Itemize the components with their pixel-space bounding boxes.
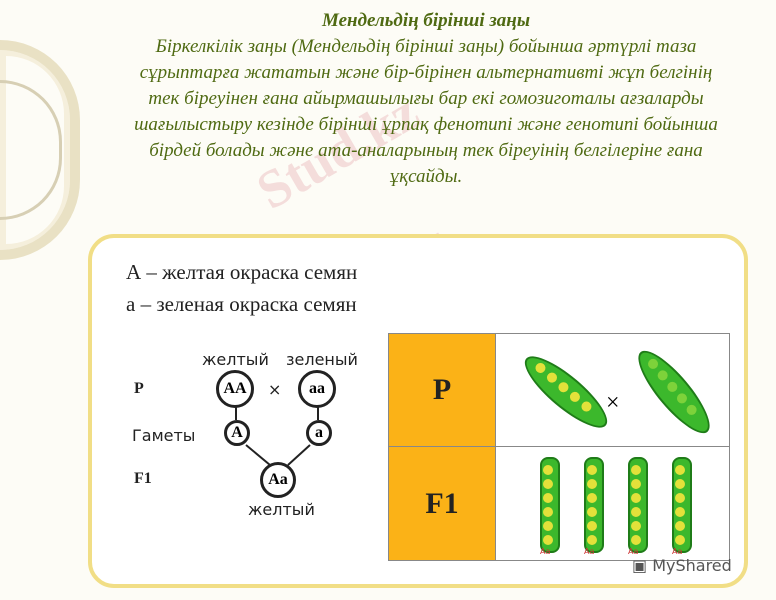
parent-label: желтый [202, 350, 269, 369]
pea-seed [587, 507, 597, 517]
cross-scheme: желтый зеленый P Гаметы F1 AA × aa A a A… [120, 340, 380, 530]
row-header-p: P [389, 334, 495, 447]
myshared-logo: ▣ MyShared [632, 556, 732, 575]
f1-genotype-label: Aa [584, 547, 595, 556]
pea-seed [543, 507, 553, 517]
pea-seed [543, 535, 553, 545]
pea-seed [543, 493, 553, 503]
parent-genotype: AA [216, 370, 254, 408]
pea-seed [543, 465, 553, 475]
pea-seed [675, 507, 685, 517]
offspring-label: желтый [248, 500, 315, 519]
body-line: бірдей болады және ата-аналарының тек бі… [149, 140, 703, 161]
pea-seed [631, 521, 641, 531]
row-header-f1: F1 [389, 447, 495, 560]
presentation-icon: ▣ [632, 556, 653, 575]
pea-seed [587, 521, 597, 531]
f1-pea-pod-icon [672, 457, 692, 553]
slide-text: Мендельдің бірінші заңы Біркелкілік заңы… [86, 8, 766, 190]
row-label-gametes: Гаметы [132, 426, 196, 445]
pea-seed [587, 535, 597, 545]
cross-sign: × [268, 380, 282, 399]
pea-seed [587, 465, 597, 475]
row-label-f1: F1 [134, 470, 152, 487]
gamete: A [224, 420, 250, 446]
pea-seed [631, 465, 641, 475]
pea-table: P F1 × Aa Aa Aa Aa [388, 333, 730, 561]
f1-pea-pod-icon [628, 457, 648, 553]
pea-seed [675, 465, 685, 475]
f1-pea-pod-icon [584, 457, 604, 553]
body-line: тек біреуінен ғана айырмашылығы бар екі … [148, 88, 704, 109]
pea-seed [631, 535, 641, 545]
pea-seed [543, 521, 553, 531]
yellow-pea-pod-icon [515, 346, 617, 438]
pea-seed [587, 479, 597, 489]
pea-seed [675, 535, 685, 545]
f1-pea-pod-icon [540, 457, 560, 553]
parent-label: зеленый [286, 350, 358, 369]
row-label-p: P [134, 380, 144, 397]
pea-seed [631, 507, 641, 517]
f1-genotype-label: Aa [628, 547, 639, 556]
pea-seed [587, 493, 597, 503]
gamete: a [306, 420, 332, 446]
cross-sign: × [606, 390, 620, 416]
legend-item: а – зеленая окраска семян [126, 292, 357, 316]
allele-legend: А – желтая окраска семян а – зеленая окр… [126, 256, 357, 320]
f1-genotype-label: Aa [540, 547, 551, 556]
green-pea-pod-icon [628, 341, 720, 443]
body-line: сұрыптарға жататын және бір-бірінен альт… [139, 62, 713, 83]
pea-seed [675, 493, 685, 503]
slide-title: Мендельдің бірінші заңы [321, 10, 531, 31]
pea-seed [675, 479, 685, 489]
pea-seed [631, 493, 641, 503]
body-line: ұқсайды. [389, 166, 463, 187]
pea-seed [675, 521, 685, 531]
offspring-genotype: Aa [260, 462, 296, 498]
pea-seed [631, 479, 641, 489]
pea-seed [543, 479, 553, 489]
legend-item: А – желтая окраска семян [126, 260, 358, 284]
parent-genotype: aa [298, 370, 336, 408]
body-line: шағылыстыру кезінде бірінші ұрпақ феноти… [134, 114, 718, 135]
f1-genotype-label: Aa [672, 547, 683, 556]
parents-cell: × [495, 334, 729, 447]
body-line: Біркелкілік заңы (Мендельдің бірінші заң… [155, 36, 697, 57]
f1-cell: Aa Aa Aa Aa [495, 447, 729, 560]
